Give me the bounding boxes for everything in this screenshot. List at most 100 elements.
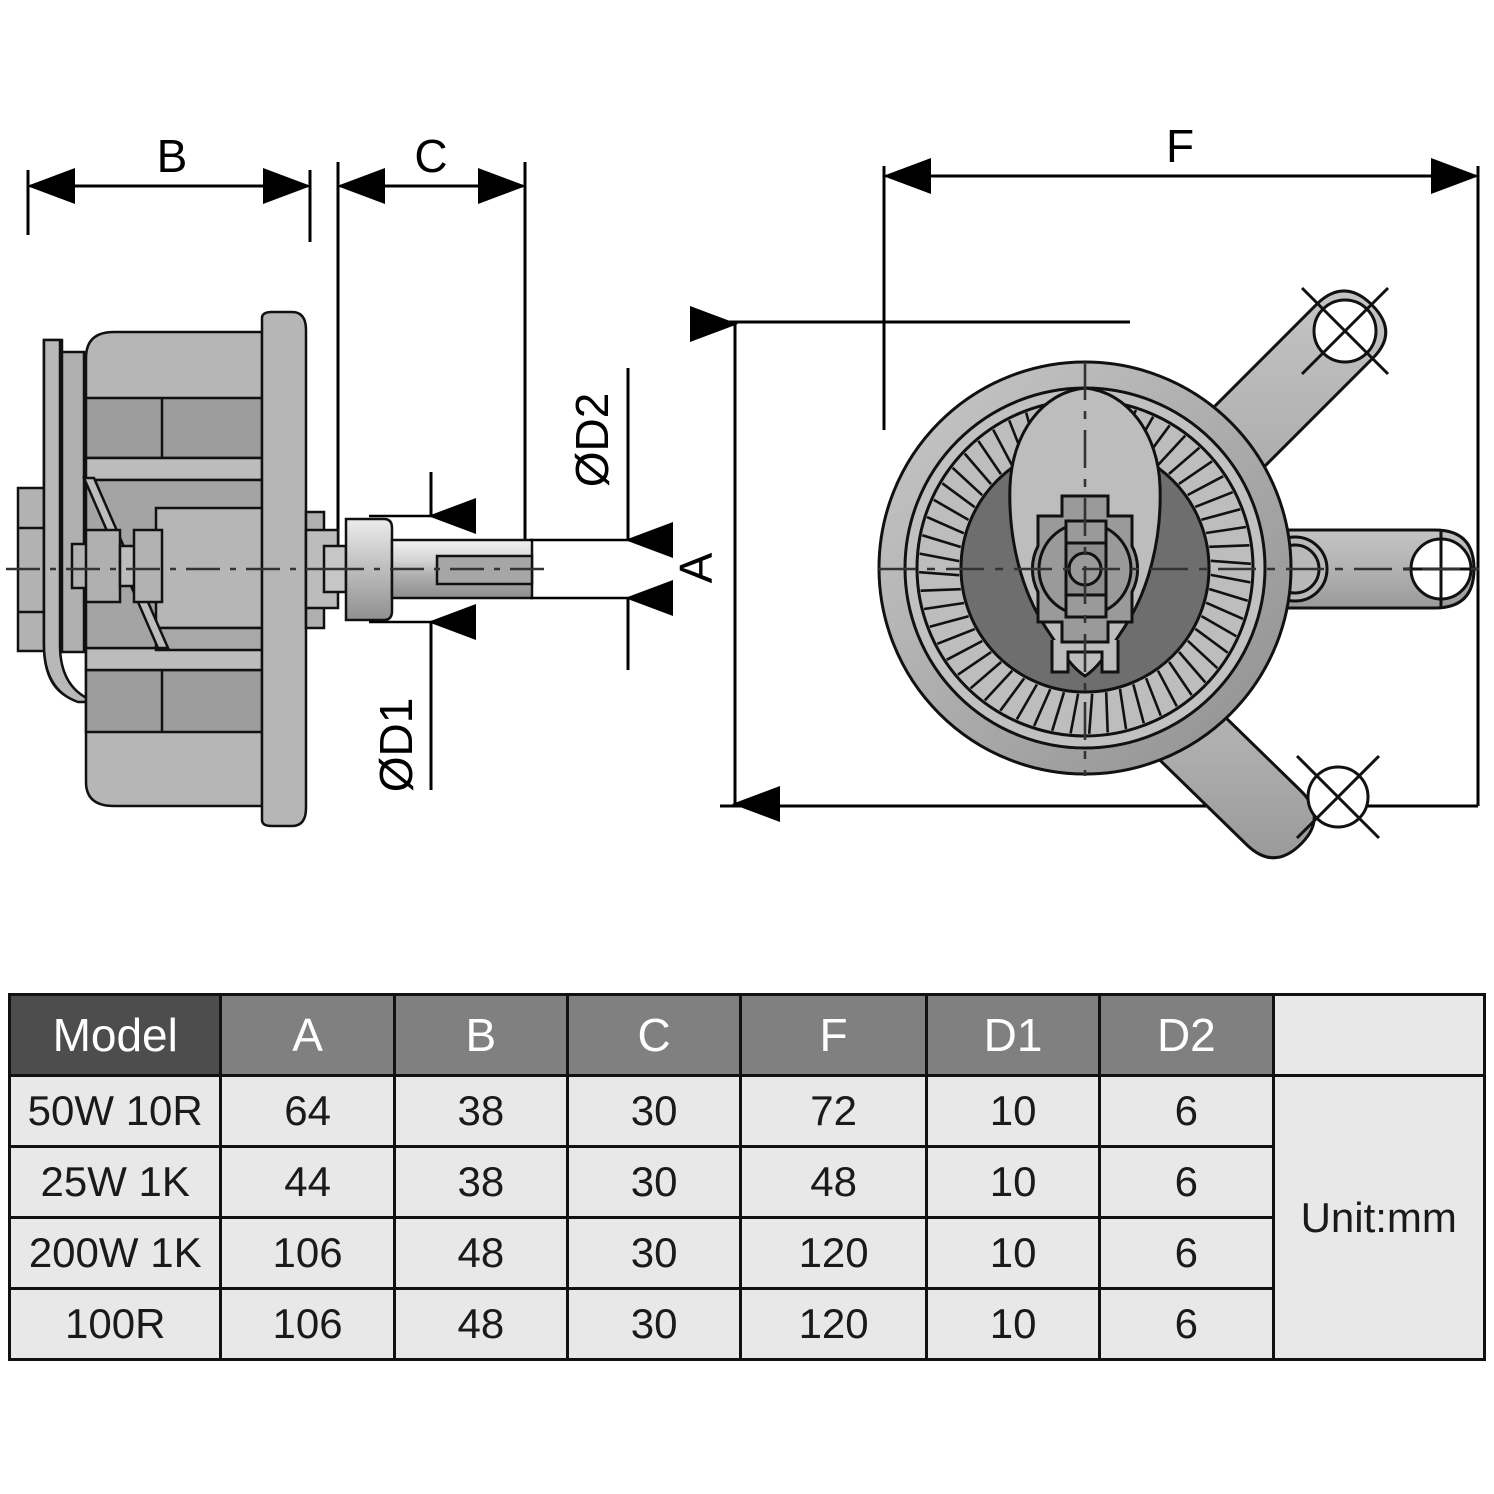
cell-d2: 6 — [1098, 1074, 1275, 1148]
column-header-d1: D1 — [924, 993, 1102, 1077]
winding-tick — [1210, 573, 1251, 584]
winding-tick — [921, 533, 962, 549]
winding-tick — [1132, 684, 1146, 724]
table-row: 200W 1K 106 48 30 120 10 6 — [7, 1216, 1485, 1290]
winding-tick — [936, 627, 976, 646]
winding-tick — [1205, 601, 1244, 621]
winding-tick — [1200, 614, 1237, 638]
cell-model: 200W 1K — [7, 1216, 223, 1290]
dimension-F: F — [883, 120, 1479, 194]
cell-f: 120 — [739, 1287, 928, 1361]
winding-tick — [1209, 544, 1250, 549]
column-header-unit-spacer — [1271, 993, 1486, 1076]
dimension-A: A — [670, 306, 780, 822]
cell-model: 50W 10R — [7, 1074, 223, 1148]
cell-a: 106 — [219, 1287, 396, 1361]
dimension-B: B — [27, 130, 311, 204]
winding-tick — [1168, 446, 1201, 475]
winding-tick — [1210, 559, 1251, 566]
column-header-model: Model — [7, 993, 223, 1077]
spec-table-container: Model A B C F D1 D2 50W 10R 64 38 30 72 … — [7, 993, 1486, 1361]
winding-tick — [933, 498, 970, 522]
winding-tick — [1104, 692, 1109, 733]
winding-tick — [919, 570, 960, 577]
winding-tick — [1144, 677, 1163, 717]
cell-c: 30 — [565, 1074, 743, 1148]
winding-tick — [920, 587, 961, 592]
winding-tick — [1186, 639, 1219, 670]
cell-f: 72 — [739, 1074, 928, 1148]
front-face-view: F A — [670, 120, 1490, 860]
winding-tick — [1015, 683, 1039, 720]
cell-f: 48 — [739, 1145, 928, 1219]
winding-tick — [941, 482, 976, 509]
dimension-label-D2: ØD2 — [566, 393, 618, 488]
cell-d2: 6 — [1098, 1216, 1275, 1290]
cell-a: 64 — [219, 1074, 396, 1148]
winding-tick — [1194, 490, 1234, 509]
dimension-label-C: C — [414, 130, 447, 182]
winding-tick — [1156, 670, 1178, 707]
cell-c: 30 — [565, 1145, 743, 1219]
winding-tick — [983, 669, 1014, 702]
winding-tick — [977, 440, 1002, 475]
column-header-a: A — [219, 993, 396, 1077]
winding-tick — [963, 452, 992, 485]
winding-tick — [1194, 627, 1229, 654]
table-row: 100R 106 48 30 120 10 6 — [7, 1287, 1485, 1361]
winding-tick — [1032, 688, 1052, 727]
winding-tick — [1168, 661, 1193, 696]
dimension-D1: ØD1 — [369, 472, 476, 793]
winding-tick — [992, 429, 1014, 466]
cell-d1: 10 — [924, 1074, 1102, 1148]
winding-tick — [1156, 434, 1187, 467]
winding-tick — [923, 601, 965, 611]
winding-tick — [999, 677, 1026, 712]
dimension-label-A: A — [670, 552, 722, 583]
winding-tick — [951, 466, 984, 497]
cell-d2: 6 — [1098, 1287, 1275, 1361]
winding-tick — [1201, 507, 1241, 521]
table-row: 25W 1K 44 38 30 48 10 6 — [7, 1145, 1485, 1219]
winding-tick — [946, 639, 983, 661]
cell-f: 120 — [739, 1216, 928, 1290]
dimension-label-F: F — [1166, 120, 1194, 172]
winding-tick — [926, 515, 965, 535]
cell-b: 48 — [392, 1287, 570, 1361]
cell-d1: 10 — [924, 1216, 1102, 1290]
winding-tick — [1087, 693, 1094, 734]
winding-tick — [1178, 460, 1213, 485]
winding-tick — [919, 552, 960, 563]
winding-tick — [1178, 651, 1207, 684]
spec-table: Model A B C F D1 D2 50W 10R 64 38 30 72 … — [7, 993, 1486, 1361]
column-header-c: C — [565, 993, 743, 1077]
dimension-D2: ØD2 — [530, 368, 673, 670]
shaft-assembly — [330, 517, 545, 622]
winding-tick — [1050, 691, 1066, 732]
winding-tick — [1187, 475, 1224, 497]
winding-tick — [1118, 688, 1128, 730]
winding-tick — [1069, 693, 1080, 734]
winding-tick — [1205, 525, 1247, 535]
dimension-label-D1: ØD1 — [370, 698, 422, 793]
cell-c: 30 — [565, 1216, 743, 1290]
winding-tick — [1208, 587, 1249, 603]
column-header-d2: D2 — [1098, 993, 1275, 1077]
table-header-row: Model A B C F D1 D2 — [7, 993, 1486, 1077]
cell-b: 38 — [392, 1074, 570, 1148]
column-header-b: B — [392, 993, 570, 1077]
cell-d1: 10 — [924, 1287, 1102, 1361]
cell-d1: 10 — [924, 1145, 1102, 1219]
cell-c: 30 — [565, 1287, 743, 1361]
dimension-C: C — [337, 130, 526, 204]
cell-a: 106 — [219, 1216, 396, 1290]
dimension-label-B: B — [157, 130, 188, 182]
unit-note: Unit:mm — [1271, 1074, 1486, 1361]
cell-model: 25W 1K — [7, 1145, 223, 1219]
table-row: 50W 10R 64 38 30 72 10 6 Unit:mm — [7, 1074, 1486, 1361]
front-view-centerlines — [878, 362, 1490, 776]
cell-b: 38 — [392, 1145, 570, 1219]
cell-a: 44 — [219, 1145, 396, 1219]
cell-model: 100R — [7, 1287, 223, 1361]
